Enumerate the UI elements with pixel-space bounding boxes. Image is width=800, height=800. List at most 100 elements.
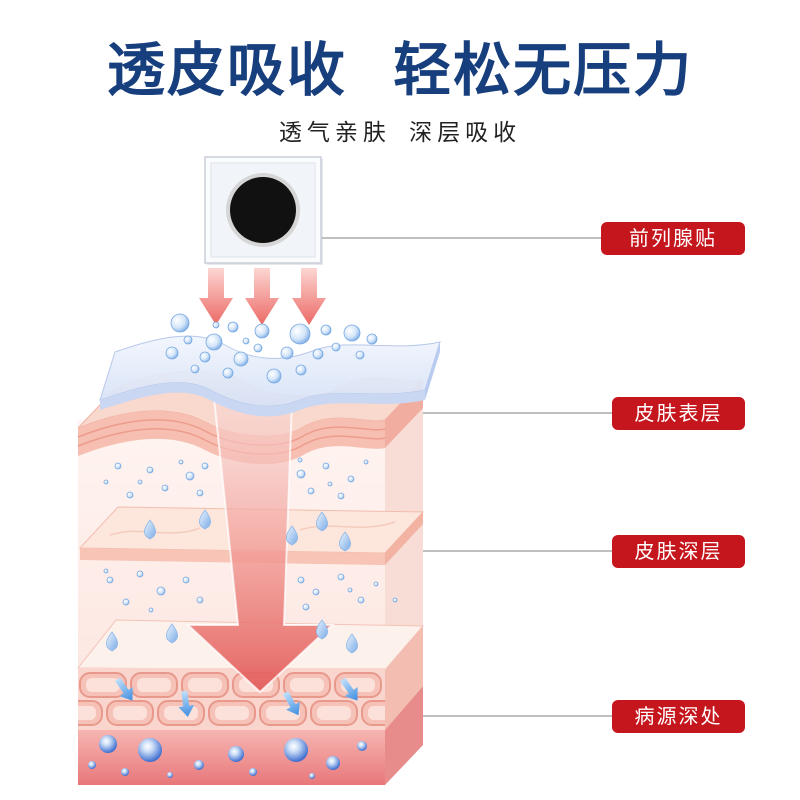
bubble (212, 321, 220, 329)
bubble (227, 321, 239, 333)
bubble (106, 576, 114, 584)
bubble (233, 351, 249, 367)
bubble (136, 570, 144, 578)
film-front (100, 382, 425, 417)
bubble (146, 466, 154, 474)
bubble (312, 348, 324, 360)
bubbles-group (103, 313, 398, 613)
cell-inner (137, 678, 171, 692)
bubble (196, 596, 204, 604)
blue-sphere (228, 746, 244, 762)
blue-sphere (249, 768, 257, 776)
blue-sphere (284, 738, 308, 762)
water-drops-group (105, 509, 359, 654)
bubble (253, 343, 263, 353)
cell-inner (86, 678, 120, 692)
bubble (347, 587, 353, 593)
bubble (307, 487, 315, 495)
bubble (297, 457, 303, 463)
absorb-arrow-icon (115, 677, 133, 701)
bubble (161, 484, 169, 492)
bubble (347, 475, 355, 483)
bubble (165, 346, 179, 360)
blue-sphere (194, 760, 204, 770)
label-skin-deep: 皮肤深层 (612, 535, 745, 568)
bubble (222, 367, 234, 379)
bubble (289, 323, 311, 345)
water-drop-icon (143, 519, 157, 540)
label-patch: 前列腺贴 (601, 222, 745, 255)
bubble (297, 576, 305, 584)
bubble (280, 346, 294, 360)
bubble (322, 462, 330, 470)
down-arrow-icon (245, 268, 279, 325)
deep-layer-side (385, 512, 423, 565)
bubble (373, 581, 379, 587)
blue-sphere (167, 772, 173, 778)
bubble (183, 335, 193, 345)
cell-inner (317, 706, 351, 720)
cell-layer-side (385, 626, 423, 730)
bubble (242, 337, 250, 345)
bubble (156, 586, 166, 596)
pathogen-layer (78, 686, 423, 785)
bubble (254, 323, 270, 339)
water-drop-icon (105, 631, 119, 652)
patch-medicine-dot (230, 177, 296, 243)
blue-sphere (88, 761, 96, 769)
bubble (122, 598, 130, 606)
patch (204, 156, 323, 265)
bubble (302, 603, 310, 611)
bubble (363, 459, 369, 465)
bubble (148, 607, 154, 613)
bubble (337, 573, 345, 581)
bubble (103, 568, 109, 574)
bubble (114, 462, 122, 470)
bubble (137, 479, 143, 485)
blue-sphere (326, 756, 340, 770)
bubble (170, 313, 190, 333)
water-drop-icon (315, 511, 329, 532)
page-title: 透皮吸收 轻松无压力 (106, 36, 694, 104)
blue-sphere (138, 738, 162, 762)
bubble (327, 481, 333, 487)
bubble (266, 368, 282, 384)
cell-inner (368, 706, 385, 720)
bubble (320, 324, 332, 336)
bubble (312, 588, 320, 596)
bubble (343, 324, 361, 342)
blue-sphere (309, 773, 315, 779)
water-drop-icon (285, 525, 299, 546)
bubble (355, 350, 365, 360)
bubble (205, 333, 223, 351)
bubble (196, 489, 204, 497)
water-drop-icon (165, 623, 179, 644)
water-drop-icon (315, 619, 329, 640)
bubble (178, 459, 184, 465)
blue-sphere (121, 768, 129, 776)
down-arrow-icon (199, 268, 233, 325)
bubble (182, 576, 190, 584)
page-subtitle: 透气亲肤 深层吸收 (278, 120, 522, 146)
down-arrow-icon (292, 268, 326, 325)
bubble (331, 342, 341, 352)
bubble (103, 479, 109, 485)
absorb-arrow-icon (340, 677, 358, 701)
water-drop-icon (198, 509, 212, 530)
blue-sphere (357, 741, 367, 751)
cell-inner (78, 706, 96, 720)
bubble (366, 333, 378, 345)
label-pathogen-depth: 病源深处 (612, 700, 745, 733)
absorb-arrow-icon (282, 691, 300, 716)
blue-sphere (99, 735, 117, 753)
cell-inner (113, 706, 147, 720)
bubble (337, 492, 345, 500)
cell-inner (188, 678, 222, 692)
bubble (296, 469, 306, 479)
bubble (190, 364, 200, 374)
cell-inner (290, 678, 324, 692)
bubble (357, 596, 365, 604)
absorb-arrow-icon (178, 690, 195, 717)
